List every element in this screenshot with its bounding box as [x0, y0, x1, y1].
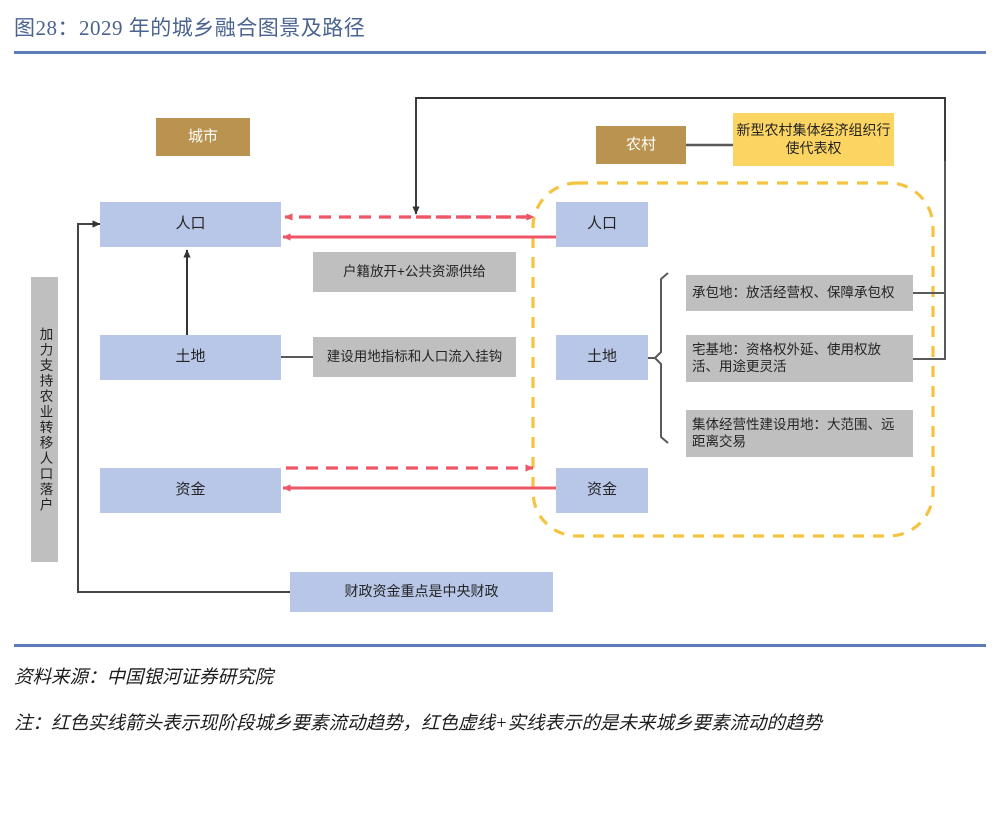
land-detail-connector-1 [913, 161, 946, 294]
rural-funds-label: 资金 [586, 481, 617, 499]
urban-population-box: 人口 [100, 202, 281, 247]
urban-header-label: 城市 [187, 127, 218, 145]
diagram-canvas: 城市 人口 土地 资金 加力支持农业转移人口落户 户籍放开+公共资源供给 建设用… [0, 62, 1000, 637]
urban-funds-label: 资金 [175, 481, 206, 499]
land-policy-note: 建设用地指标和人口流入挂钩 [313, 337, 516, 377]
land-detail-collective: 集体经营性建设用地：大范围、远距离交易 [686, 410, 913, 457]
figure-header: 图28：2029 年的城乡融合图景及路径 [14, 12, 986, 54]
rural-header-label: 农村 [625, 135, 656, 153]
urban-header-box: 城市 [156, 118, 250, 156]
urban-land-label: 土地 [175, 348, 206, 366]
population-policy-note: 户籍放开+公共资源供给 [313, 252, 516, 292]
land-detail-homestead-label: 宅基地：资格权外延、使用权放活、用途更灵活 [692, 341, 881, 374]
rural-land-label: 土地 [586, 348, 617, 366]
rural-population-label: 人口 [586, 215, 617, 233]
title-divider [14, 51, 986, 54]
rural-representation-label: 新型农村集体经济组织行使代表权 [736, 122, 891, 156]
note-line: 注：红色实线箭头表示现阶段城乡要素流动趋势，红色虚线+实线表示的是未来城乡要素流… [14, 713, 822, 734]
population-policy-label: 户籍放开+公共资源供给 [343, 263, 486, 279]
land-policy-label: 建设用地指标和人口流入挂钩 [326, 348, 503, 364]
fiscal-to-population-loop [77, 220, 290, 593]
urban-population-label: 人口 [175, 215, 206, 233]
top-loop-connector [412, 97, 946, 215]
rural-boundary-dashed [531, 181, 935, 538]
urban-funds-box: 资金 [100, 468, 281, 513]
rural-header-box: 农村 [596, 126, 686, 164]
urban-land-box: 土地 [100, 335, 281, 380]
land-detail-contracted: 承包地：放活经营权、保障承包权 [686, 275, 913, 311]
land-detail-homestead: 宅基地：资格权外延、使用权放活、用途更灵活 [686, 335, 913, 382]
land-detail-connector-2 [913, 293, 946, 360]
fiscal-policy-note: 财政资金重点是中央财政 [290, 572, 553, 612]
fiscal-policy-label: 财政资金重点是中央财政 [344, 583, 499, 600]
rural-funds-box: 资金 [556, 468, 648, 513]
footer-divider [14, 644, 986, 647]
connector-layer [77, 97, 946, 593]
rural-population-box: 人口 [556, 202, 648, 247]
rural-representation-note: 新型农村集体经济组织行使代表权 [733, 113, 894, 166]
figure-footer: 资料来源：中国银河证券研究院 注：红色实线箭头表示现阶段城乡要素流动趋势，红色虚… [14, 644, 986, 738]
side-band-support-settlement: 加力支持农业转移人口落户 [31, 277, 58, 562]
land-brace [654, 272, 669, 444]
rural-land-box: 土地 [556, 335, 648, 380]
land-detail-collective-label: 集体经营性建设用地：大范围、远距离交易 [692, 416, 895, 449]
figure-title: 图28：2029 年的城乡融合图景及路径 [14, 16, 366, 40]
land-detail-contracted-label: 承包地：放活经营权、保障承包权 [692, 284, 895, 300]
side-band-label: 加力支持农业转移人口落户 [37, 326, 53, 513]
source-line: 资料来源：中国银河证券研究院 [14, 668, 274, 688]
